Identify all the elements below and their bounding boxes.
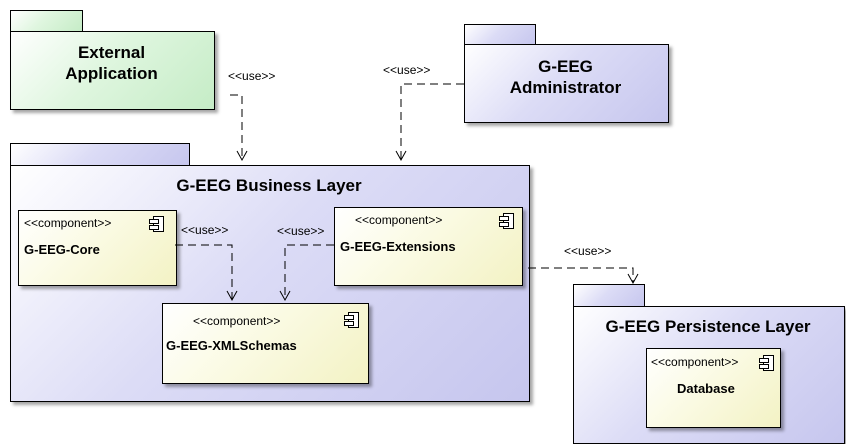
component-stereotype: <<component>> [193, 314, 281, 328]
arrowhead [627, 273, 639, 285]
use-label-app-to-business: <<use>> [228, 69, 276, 83]
component-icon [759, 355, 774, 371]
package-title: External Application [10, 42, 213, 84]
dependency-ext-to-xml [284, 244, 334, 300]
component-icon [344, 312, 359, 328]
package-title: G-EEG Persistence Layer [605, 317, 811, 336]
component-icon [499, 213, 514, 229]
component-extensions[interactable]: <<component>> G-EEG-Extensions [334, 207, 523, 286]
component-name: G-EEG-Core [24, 242, 100, 257]
component-stereotype: <<component>> [651, 355, 739, 369]
package-title-line1: External [77, 43, 146, 62]
use-label-business-to-persistence: <<use>> [564, 244, 612, 258]
dependency-core-to-xml [175, 244, 233, 300]
component-stereotype: <<component>> [355, 213, 443, 227]
package-title: G-EEG Business Layer [176, 176, 362, 195]
use-label-core-to-xml: <<use>> [181, 223, 229, 237]
component-name: G-EEG-XMLSchemas [166, 338, 297, 353]
arrowhead [279, 290, 291, 302]
package-body [464, 44, 669, 123]
arrowhead [226, 290, 238, 302]
dependency-admin-to-business [400, 83, 464, 160]
package-title-line2: Application [65, 64, 158, 83]
component-xmlschemas[interactable]: <<component>> G-EEG-XMLSchemas [162, 303, 369, 384]
package-title-line2: Administrator [509, 78, 622, 97]
arrowhead [395, 150, 407, 162]
component-icon [149, 216, 164, 232]
package-title: G-EEG Administrator [464, 56, 667, 98]
use-label-ext-to-xml: <<use>> [277, 224, 325, 238]
component-name: G-EEG-Extensions [340, 239, 456, 254]
arrowhead [236, 150, 248, 162]
component-stereotype: <<component>> [24, 216, 112, 230]
dependency-business-to-persistence [528, 267, 634, 283]
package-body [10, 31, 215, 110]
component-core[interactable]: <<component>> G-EEG-Core [18, 210, 177, 286]
package-title-line1: G-EEG [538, 57, 593, 76]
dependency-app-to-business [230, 94, 243, 160]
use-label-admin-to-business: <<use>> [383, 63, 431, 77]
component-database[interactable]: <<component>> Database [646, 348, 781, 428]
component-name: Database [677, 381, 735, 396]
